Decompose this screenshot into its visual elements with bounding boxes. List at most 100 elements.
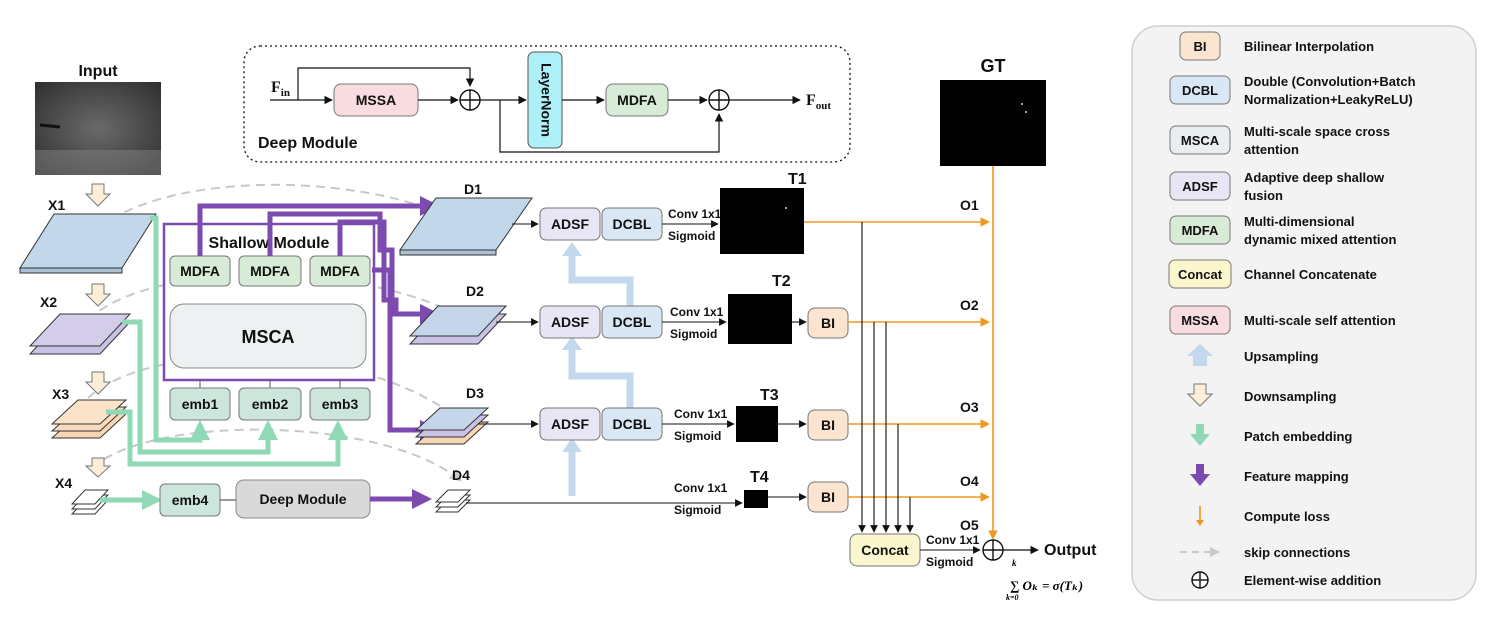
conv-label: Conv 1x1	[674, 481, 728, 495]
deep-module-detail: Fin MSSA LayerNorm MDFA Fout Deep Module	[243, 45, 851, 163]
t3-map	[736, 406, 778, 442]
emb3-label: emb3	[322, 396, 359, 412]
add-icon	[982, 539, 1004, 561]
t1-label: T1	[788, 171, 807, 188]
dcbl-label: DCBL	[613, 314, 652, 330]
legend-symbol: MSSA	[1181, 313, 1219, 328]
t3-label: T3	[760, 387, 779, 404]
dcbl-label: DCBL	[613, 216, 652, 232]
msca-label: MSCA	[242, 327, 295, 347]
fout-label: Fout	[806, 92, 831, 112]
legend-text: dynamic mixed attention	[1244, 232, 1396, 247]
output-formula: ∑ Oₖ = σ(Tₖ)	[1010, 578, 1083, 593]
downsample-icon	[1186, 383, 1214, 407]
d-to-adsf-lines	[466, 220, 743, 507]
legend-text: Multi-scale self attention	[1244, 313, 1396, 328]
d1-feature	[399, 197, 533, 256]
emb1-label: emb1	[182, 396, 219, 412]
legend-text: Upsampling	[1244, 349, 1318, 364]
legend-item: DCBL Double (Convolution+BatchNormalizati…	[1169, 74, 1416, 107]
feature-map-icon	[1190, 464, 1210, 486]
legend-text: Multi-dimensional	[1244, 214, 1355, 229]
legend-swatch	[1169, 125, 1231, 155]
sigmoid-label: Sigmoid	[674, 503, 721, 517]
deep-module-title: Deep Module	[258, 135, 358, 152]
bi-blocks: BI BI BI	[807, 307, 849, 513]
d2-label: D2	[466, 283, 484, 299]
adsf-label: ADSF	[551, 216, 590, 232]
downsample-icon	[84, 457, 112, 478]
legend-swatch	[1169, 305, 1231, 335]
o4-label: O4	[960, 473, 979, 489]
legend-text: attention	[1244, 142, 1299, 157]
legend-text: Channel Concatenate	[1244, 267, 1377, 282]
legend-symbol: Concat	[1178, 267, 1223, 282]
legend-swatch	[1168, 259, 1232, 289]
legend-text: fusion	[1244, 188, 1283, 203]
t-to-bi-lines	[768, 318, 807, 501]
gt-label: GT	[981, 56, 1006, 76]
legend-text: Patch embedding	[1244, 429, 1352, 444]
t2-label: T2	[772, 273, 791, 290]
bi-label: BI	[821, 489, 835, 505]
d3-label: D3	[466, 385, 484, 401]
conv-label: Conv 1x1	[670, 305, 724, 319]
x1-label: X1	[48, 197, 65, 213]
legend-text: Downsampling	[1244, 389, 1337, 404]
x3-label: X3	[52, 386, 69, 402]
conv-label: Conv 1x1	[926, 533, 980, 547]
legend-item: Feature mapping	[1190, 464, 1349, 486]
sigmoid-label: Sigmoid	[674, 429, 721, 443]
adsf-label: ADSF	[551, 314, 590, 330]
d4-feature	[434, 489, 472, 513]
legend-item: Element-wise addition	[1191, 571, 1381, 589]
emb1-block	[169, 387, 231, 421]
o1-label: O1	[960, 197, 979, 213]
compute-loss-icon	[1196, 506, 1204, 526]
legend-symbol: DCBL	[1182, 83, 1218, 98]
x3-feature	[50, 399, 128, 439]
add-icon	[1191, 571, 1209, 589]
downsample-icon	[84, 183, 112, 207]
legend-swatch	[1169, 215, 1231, 245]
fin-label: Fin	[271, 79, 290, 99]
dcbl-label: DCBL	[613, 416, 652, 432]
bi-label: BI	[821, 417, 835, 433]
legend-text: Element-wise addition	[1244, 573, 1381, 588]
x4-label: X4	[55, 475, 72, 491]
mdfa-label: MDFA	[180, 263, 220, 279]
legend-swatch	[1169, 171, 1231, 201]
legend-text: Compute loss	[1244, 509, 1330, 524]
legend-item: MSSA Multi-scale self attention	[1169, 305, 1396, 335]
legend-symbol: MSCA	[1181, 133, 1220, 148]
mssa-label: MSSA	[356, 92, 396, 108]
mdfa-label-deep: MDFA	[617, 92, 657, 108]
input-label: Input	[78, 63, 118, 80]
conv-label: Conv 1x1	[668, 207, 722, 221]
mdfa-label: MDFA	[320, 263, 360, 279]
sigmoid-label: Sigmoid	[670, 327, 717, 341]
legend-item: Concat Channel Concatenate	[1168, 259, 1377, 289]
fusion-row-3: ADSF DCBL	[539, 407, 663, 441]
mdfa-label: MDFA	[250, 263, 290, 279]
input-image	[35, 82, 161, 175]
sigmoid-label: Sigmoid	[668, 229, 715, 243]
conv-label: Conv 1x1	[674, 407, 728, 421]
legend-text: skip connections	[1244, 545, 1350, 560]
fusion-row-1: ADSF DCBL	[539, 207, 663, 241]
legend-text: Multi-scale space cross	[1244, 124, 1390, 139]
emb3-block	[309, 387, 371, 421]
legend-text: Normalization+LeakyReLU)	[1244, 92, 1413, 107]
legend-item: Patch embedding	[1190, 424, 1352, 446]
emb2-label: emb2	[252, 396, 289, 412]
legend-text: Double (Convolution+Batch	[1244, 74, 1416, 89]
add-icon	[708, 89, 730, 111]
feature-mapping-arrows	[197, 196, 440, 509]
legend-item: Compute loss	[1196, 506, 1330, 526]
sigmoid-label: Sigmoid	[926, 555, 973, 569]
t1-map	[720, 188, 804, 254]
legend-item: MSCA Multi-scale space cross attention	[1169, 124, 1390, 157]
patch-embedding-arrows	[100, 215, 348, 510]
